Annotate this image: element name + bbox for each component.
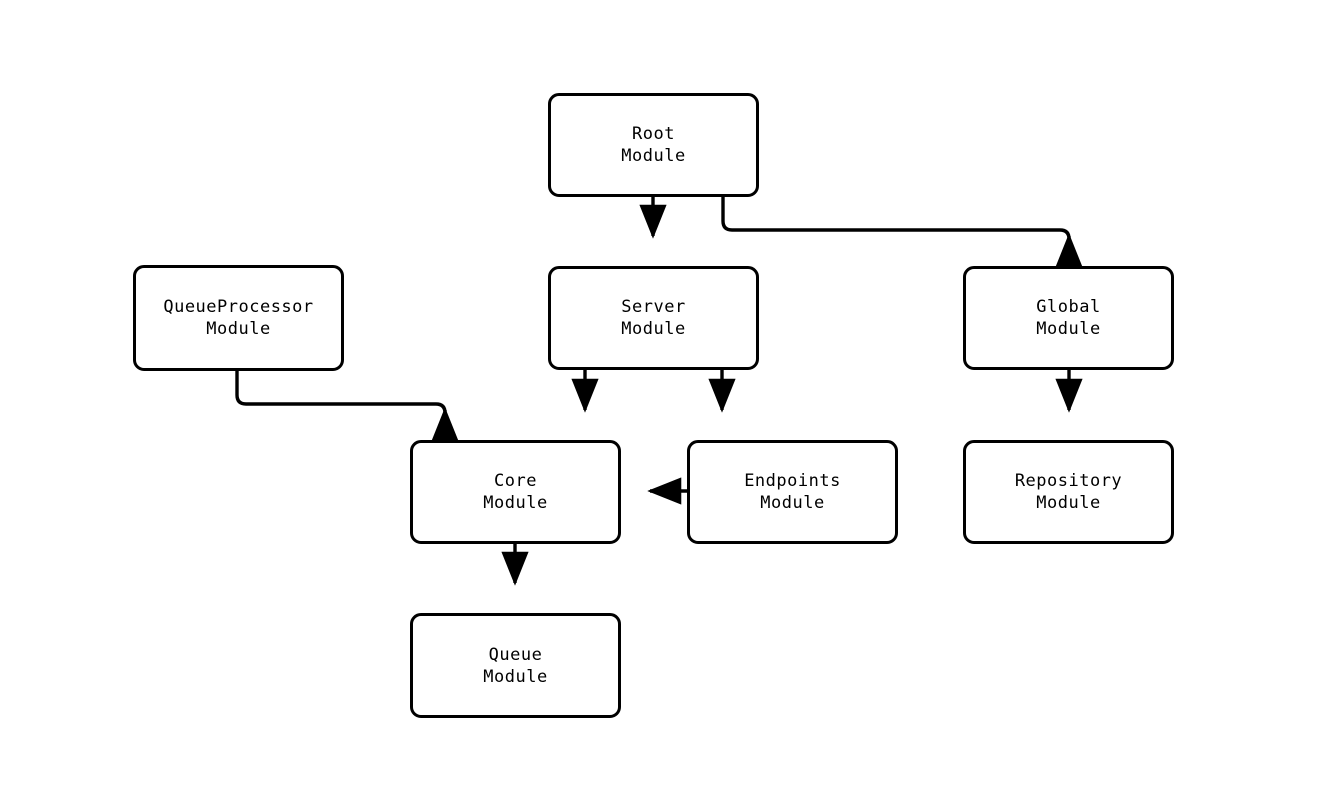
node-core-line1: Core: [494, 471, 537, 491]
node-repository-line1: Repository: [1014, 471, 1123, 491]
node-root-line2: Module: [621, 146, 686, 166]
node-global-line2: Module: [1036, 319, 1101, 339]
node-queueprocessor-line2: Module: [206, 319, 271, 339]
node-server-line1: Server: [621, 297, 686, 317]
node-core[interactable]: Core Module: [410, 440, 621, 544]
node-endpoints-line1: Endpoints: [744, 471, 841, 491]
node-server[interactable]: Server Module: [548, 266, 759, 370]
node-queueprocessor-line1: QueueProcessor: [163, 297, 314, 317]
edge-root-to-global: [721, 197, 1083, 268]
node-queue[interactable]: Queue Module: [410, 613, 621, 718]
node-queue-line2: Module: [483, 666, 548, 687]
node-queue-line1: Queue: [488, 644, 543, 665]
edge-queueprocessor-to-core: [235, 371, 459, 442]
node-global-line1: Global: [1036, 297, 1101, 317]
node-repository-line2: Module: [1036, 493, 1101, 513]
node-root[interactable]: Root Module: [548, 93, 759, 197]
node-core-line2: Module: [483, 493, 548, 513]
node-endpoints[interactable]: Endpoints Module: [687, 440, 898, 544]
node-endpoints-line2: Module: [760, 493, 825, 513]
node-root-line1: Root: [632, 124, 675, 144]
node-global[interactable]: Global Module: [963, 266, 1174, 370]
node-queueprocessor[interactable]: QueueProcessor Module: [133, 265, 344, 371]
node-repository[interactable]: Repository Module: [963, 440, 1174, 544]
edge-group: [235, 197, 1083, 586]
node-server-line2: Module: [621, 319, 686, 339]
